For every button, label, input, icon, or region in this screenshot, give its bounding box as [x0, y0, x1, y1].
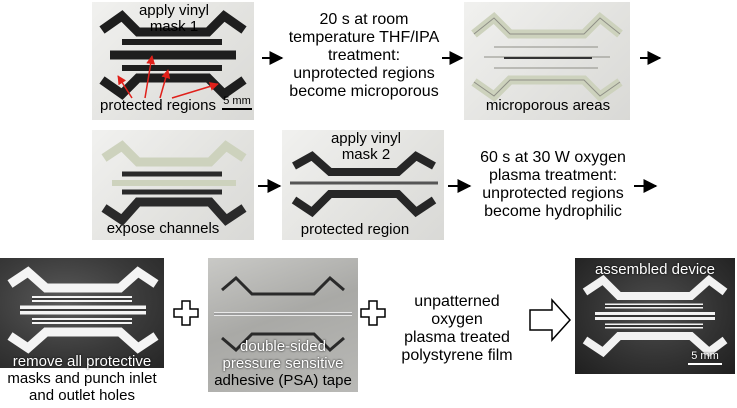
- psa-line-1: double-sided: [240, 338, 326, 355]
- step1-line-2: temperature THF/IPA: [288, 29, 440, 46]
- photo-expose: [92, 130, 254, 240]
- red-arrow-4: [171, 82, 219, 99]
- scale-bar-1-line: [222, 108, 252, 110]
- photo-microporous: [464, 2, 630, 120]
- photo-mask2: [282, 130, 444, 240]
- remove-line-1: remove all protective: [12, 353, 152, 370]
- mask1-label: apply vinyl mask 1: [122, 3, 226, 35]
- protected-regions-label: protected regions: [100, 97, 216, 114]
- mask2-label-line2: mask 2: [341, 146, 391, 163]
- psa-line-3: adhesive (PSA) tape: [214, 372, 352, 389]
- psa-line-2: pressure sensitive: [222, 355, 344, 372]
- psa-label: double-sided pressure sensitive: [208, 338, 358, 372]
- mask1-label-line1: apply vinyl: [138, 2, 210, 19]
- red-arrow-3: [159, 69, 171, 99]
- photo-remove: [0, 258, 164, 368]
- red-arrow-1: [117, 75, 133, 99]
- device-mask1: [99, 10, 247, 100]
- step2-line-4: become hydrophilic: [484, 203, 622, 220]
- photo-psa: [208, 258, 358, 392]
- scale-bar-2-line: [688, 363, 722, 365]
- step1-line-4: unprotected regions: [293, 65, 435, 82]
- device-expose: [101, 140, 247, 226]
- mask2-label-line1: apply vinyl: [330, 130, 402, 147]
- film-line-3: polystyrene film: [401, 347, 513, 364]
- film-line-2: plasma treated: [404, 329, 510, 346]
- mask1-label-line2: mask 1: [149, 18, 199, 35]
- microporous-label: microporous areas: [485, 97, 611, 114]
- expose-channels-label: expose channels: [106, 220, 220, 237]
- plus-shape-1: [173, 300, 199, 326]
- step2-text: 60 s at 30 W oxygen plasma treatment: un…: [474, 149, 632, 221]
- device-microporous: [471, 11, 623, 102]
- film-line-1: unpatterned oxygen: [414, 293, 500, 328]
- photo-mask1: [92, 2, 254, 120]
- step2-line-3: unprotected regions: [482, 185, 624, 202]
- step2-line-1: 60 s at 30 W oxygen: [480, 149, 626, 166]
- photo-assembled: [575, 258, 735, 374]
- scale-bar-1-text: 5 mm: [223, 95, 251, 107]
- remove-label: remove all protective masks and punch in…: [0, 353, 164, 404]
- device-remove: [7, 266, 159, 354]
- hollow-arrow: [529, 298, 572, 342]
- scale-bar-2: 5 mm: [688, 350, 722, 365]
- device-mask2: [290, 151, 438, 218]
- step2-line-2: plasma treatment:: [488, 167, 618, 184]
- device-assembled: [582, 274, 728, 358]
- device-psa: [214, 275, 352, 353]
- scale-bar-1: 5 mm: [222, 95, 252, 110]
- plus-shape-2: [360, 300, 386, 326]
- step1-text: 20 s at room temperature THF/IPA treatme…: [284, 11, 444, 101]
- remove-line-2: masks and punch inlet: [7, 370, 157, 387]
- protected-region-label: protected region: [300, 221, 410, 238]
- remove-line-3: and outlet holes: [29, 387, 135, 404]
- assembled-label: assembled device: [594, 261, 716, 278]
- film-text: unpatterned oxygen plasma treated polyst…: [392, 293, 522, 365]
- mask2-label: apply vinyl mask 2: [316, 131, 416, 163]
- red-arrow-2: [144, 55, 156, 99]
- step1-line-3: treatment:: [327, 47, 401, 64]
- scale-bar-2-text: 5 mm: [691, 350, 719, 362]
- step1-line-1: 20 s at room: [319, 11, 409, 28]
- step1-line-5: become microporous: [289, 83, 439, 100]
